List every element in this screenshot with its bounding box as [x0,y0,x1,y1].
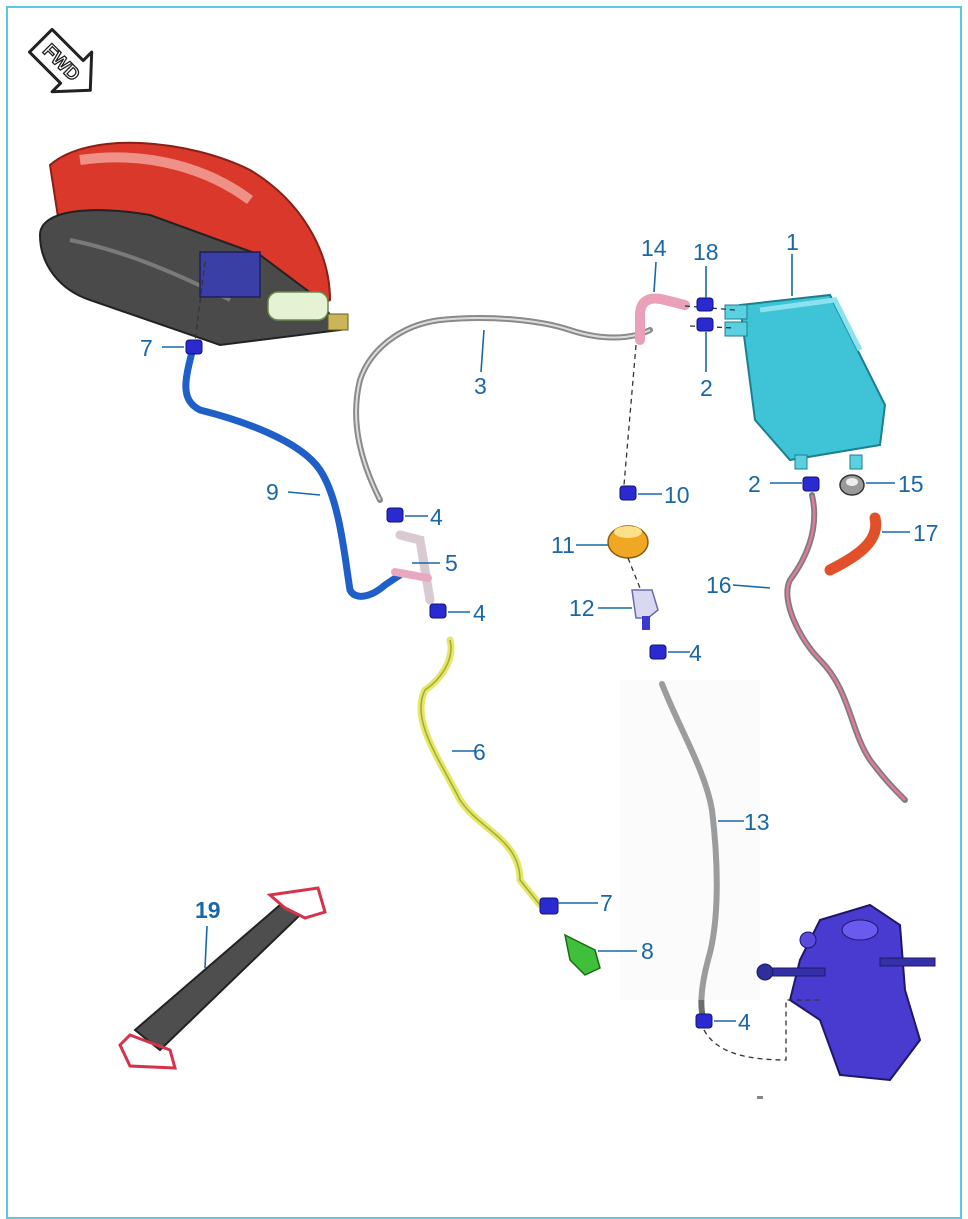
tee-connector-5 [391,530,435,605]
callout-16: 16 [706,572,732,598]
hose-6-purge [417,636,544,909]
callout-11: 11 [551,532,575,558]
callout-19: 19 [195,897,221,923]
clamp-4-lower-left [429,603,447,619]
fwd-badge: FWD [27,27,94,94]
callout-4-lower-left: 4 [473,600,486,626]
hose-9-tank-breather [182,348,404,600]
clamp-4-upper-left [386,507,404,523]
cap-15 [839,474,865,496]
charcoal-canister [724,293,887,470]
callout-9: 9 [266,479,279,505]
callout-2-upper: 2 [700,375,713,401]
hose-3-vapour [353,315,653,503]
callout-1: 1 [786,229,799,255]
clamp-7-lower [539,897,559,915]
callout-13: 13 [744,809,770,835]
callout-7-lower: 7 [600,890,613,916]
callout-7-tank: 7 [140,335,153,361]
throttle-body [756,903,936,1082]
elbow-14 [635,293,690,345]
callout-18: 18 [693,239,719,265]
diagram-frame [6,6,962,1219]
filter-11 [607,525,649,559]
valve-12 [631,589,659,630]
callout-8: 8 [641,938,654,964]
clamp-4-valve [649,644,667,660]
clamp-10 [619,485,637,501]
callout-4-valve: 4 [689,640,702,666]
callout-4-throttle: 4 [738,1009,751,1035]
clamp-4-throttle [695,1013,713,1029]
fitting-8 [563,933,601,976]
callout-14: 14 [641,235,667,261]
callout-4-upper-left: 4 [430,504,443,530]
callout-5: 5 [445,550,458,576]
fuel-tank [38,141,349,347]
clamp-18 [696,297,714,312]
leader-lines [162,254,910,1022]
hose-16-drain [784,492,908,803]
callout-15: 15 [898,471,924,497]
hose-13-throttle [659,681,720,1023]
callout-17: 17 [913,520,939,546]
clamp-2-upper [696,317,714,332]
clamp-7-tank [185,339,203,355]
tank-connector-dash [194,261,206,343]
hose-17-vent [824,512,882,576]
callout-10: 10 [664,482,690,508]
callout-6: 6 [473,739,486,765]
callout-3: 3 [474,373,487,399]
clamp-2-lower [802,476,820,492]
callout-2-lower: 2 [748,471,761,497]
strap-19 [118,886,327,1070]
callout-12: 12 [569,595,595,621]
